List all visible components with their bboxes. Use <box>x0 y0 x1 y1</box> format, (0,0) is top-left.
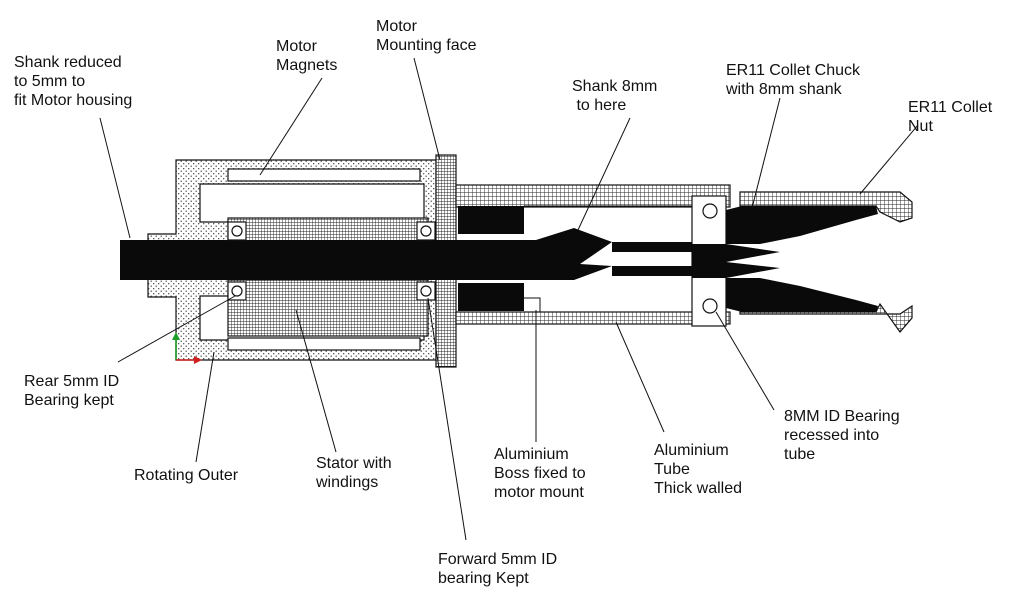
label-forward-bearing: Forward 5mm ID bearing Kept <box>438 551 558 587</box>
leader-rotating-outer <box>195 351 215 463</box>
label-shank-8mm: Shank 8mm to here <box>572 78 658 114</box>
leader-shank-8mm <box>577 117 631 231</box>
leader-stator <box>295 309 337 453</box>
shank <box>120 228 612 280</box>
leader-aluminium-tube <box>615 321 665 433</box>
label-shank-reduced: Shank reduced to 5mm to fit Motor housin… <box>14 54 133 109</box>
forward-bearing-lower <box>416 281 436 301</box>
leader-bearing-8mm <box>715 311 775 411</box>
leader-er11-chuck <box>751 97 781 209</box>
rear-bearing-lower <box>227 281 247 301</box>
leader-mounting-face <box>413 57 441 161</box>
leader-rear-bearing <box>117 295 236 363</box>
stator-upper <box>227 217 429 245</box>
label-rear-bearing: Rear 5mm ID Bearing kept <box>24 373 120 409</box>
leader-motor-magnets <box>259 77 323 176</box>
label-motor-mounting-face: Motor Mounting face <box>376 18 477 54</box>
leader-er11-nut <box>859 124 919 195</box>
label-motor-magnets: Motor Magnets <box>276 38 338 74</box>
stator-lower <box>227 279 429 337</box>
shank-forward-section <box>612 242 692 276</box>
motor-magnet-upper <box>227 168 421 182</box>
forward-bearing-upper <box>416 221 436 241</box>
aluminium-tube-upper <box>455 184 731 208</box>
label-rotating-outer: Rotating Outer <box>134 467 239 484</box>
label-bearing-8mm: 8MM ID Bearing recessed into tube <box>784 408 900 463</box>
leader-lines <box>99 57 919 541</box>
rear-bearing-upper <box>227 221 247 241</box>
label-stator: Stator with windings <box>316 455 392 491</box>
label-aluminium-tube: Aluminium Tube Thick walled <box>654 442 743 497</box>
motor-magnet-lower <box>227 337 421 351</box>
label-er11-nut: ER11 Collet Nut <box>908 99 993 135</box>
chuck-fork-taper <box>726 244 780 278</box>
label-er11-chuck: ER11 Collet Chuck with 8mm shank <box>726 62 860 98</box>
tube-inner-outline <box>524 205 692 313</box>
aluminium-tube-lower <box>455 311 731 325</box>
leader-forward-bearing <box>427 297 467 541</box>
label-aluminium-boss: Aluminium Boss fixed to motor mount <box>494 446 586 501</box>
bearing-8mm-lower <box>702 298 718 314</box>
bearing-8mm-upper <box>702 203 718 219</box>
aluminium-boss-upper <box>458 206 524 234</box>
aluminium-boss-lower <box>458 283 524 311</box>
ucs-axis-icon <box>172 332 202 364</box>
er11-collet-chuck <box>726 206 878 312</box>
shank-through-bearing <box>692 244 726 278</box>
leader-shank-reduced <box>99 117 131 239</box>
